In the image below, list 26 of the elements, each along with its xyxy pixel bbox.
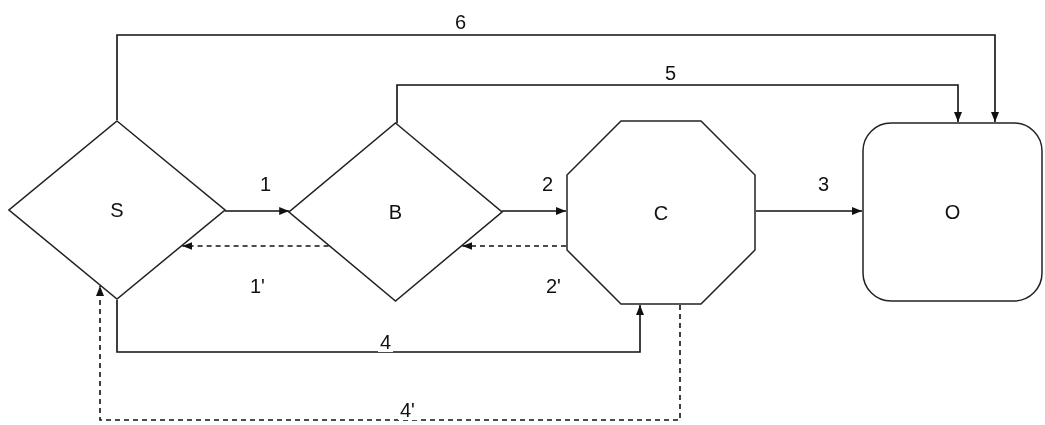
arrow xyxy=(501,207,567,215)
arrow xyxy=(116,34,999,123)
arrow xyxy=(755,207,863,215)
edge-label: 4 xyxy=(378,332,394,352)
edge-label: 4' xyxy=(398,400,417,420)
edge-label: 2 xyxy=(540,174,556,194)
octagon-node xyxy=(566,120,756,305)
arrow xyxy=(96,285,681,421)
arrow xyxy=(116,299,644,353)
arrow xyxy=(181,242,330,250)
edge-label: 1 xyxy=(258,174,274,194)
arrow xyxy=(224,207,290,215)
edge-label: 3 xyxy=(816,174,832,194)
arrow xyxy=(461,242,567,250)
node-label: C xyxy=(653,200,669,226)
edge-label: 2' xyxy=(544,276,563,296)
edge-label: 5 xyxy=(663,63,679,83)
rounded-box xyxy=(862,122,1043,302)
node-label: B xyxy=(388,200,403,225)
edge-label: 6 xyxy=(453,12,469,32)
node-label: S xyxy=(110,198,124,223)
edge-label: 1' xyxy=(248,276,267,296)
decision-diamond xyxy=(288,122,503,302)
decision-diamond xyxy=(8,120,226,300)
arrow xyxy=(396,84,962,125)
node-label: O xyxy=(944,200,961,225)
